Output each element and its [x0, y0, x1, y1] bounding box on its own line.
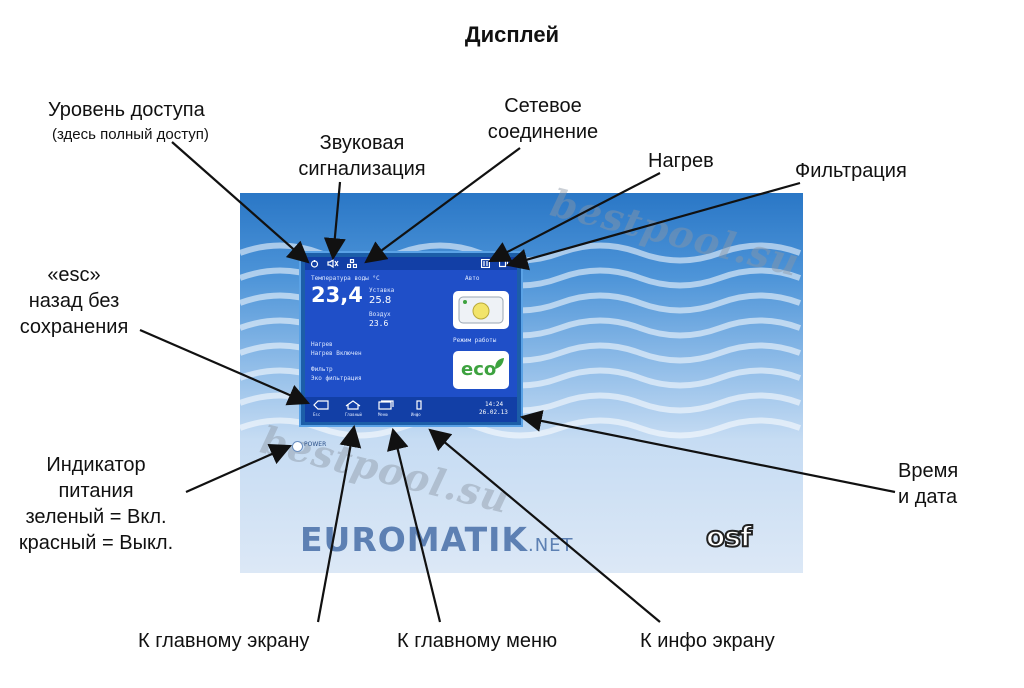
callout-network-2: соединение: [487, 121, 599, 143]
network-icon: [347, 259, 357, 268]
filter-status: Эко фильтрация: [311, 375, 362, 382]
status-bar: [305, 257, 517, 270]
callout-sound-2: сигнализация: [298, 158, 426, 180]
air-label: Воздух: [369, 311, 391, 318]
callout-access-level: Уровень доступа: [48, 99, 205, 121]
work-mode-label: Режим работы: [453, 337, 497, 344]
callout-network-1: Сетевое: [504, 95, 582, 117]
menu-icon: [378, 400, 394, 410]
eco-label: eco: [461, 359, 497, 380]
callout-filtration: Фильтрация: [795, 160, 907, 182]
heating-mode-tile[interactable]: [453, 291, 509, 329]
callout-time-2: и дата: [898, 486, 958, 508]
water-temp-value: 23,4: [311, 283, 363, 307]
brand-main: EUROMATIK: [300, 520, 528, 559]
clock-time: 14:24: [485, 401, 504, 408]
target-label: Уставка: [369, 287, 395, 294]
home-icon: [345, 400, 361, 410]
water-temp-label: Температура воды °C: [311, 275, 380, 282]
esc-button[interactable]: Esc: [313, 400, 329, 417]
filtration-icon: [499, 259, 508, 268]
callout-esc-2: назад без: [28, 290, 120, 312]
clock-date: 26.02.13: [479, 409, 508, 416]
info-icon: [416, 400, 422, 410]
esc-icon: [313, 400, 329, 410]
brand-suffix: .NET: [527, 535, 574, 556]
callout-power-3: зеленый = Вкл.: [25, 506, 167, 528]
callout-esc-1: «esc»: [47, 264, 101, 286]
air-value: 23.6: [369, 319, 389, 328]
sound-muted-icon: [327, 259, 339, 268]
heat-pump-icon: [458, 296, 504, 324]
callout-access-level-note: (здесь полный доступ): [52, 126, 209, 143]
info-label: Инфо: [411, 412, 421, 417]
mode-tile-label: Авто: [465, 275, 480, 282]
callout-heating: Нагрев: [648, 150, 714, 172]
leaf-icon: [495, 358, 504, 369]
callout-power-1: Индикатор: [46, 454, 146, 476]
home-button[interactable]: Главный: [345, 400, 362, 417]
power-indicator-led: [292, 441, 303, 452]
touch-screen: Температура воды °C 23,4 Уставка 25.8 Во…: [305, 257, 517, 422]
target-value: 25.8: [369, 295, 392, 306]
callout-info-screen: К инфо экрану: [640, 630, 775, 652]
callout-sound-1: Звуковая: [319, 132, 405, 154]
home-label: Главный: [345, 412, 362, 417]
esc-label: Esc: [313, 412, 321, 417]
nav-bar: Esc Главный Меню Инфо 14:24 26.02.13: [305, 397, 517, 422]
callout-main-menu: К главному меню: [397, 630, 558, 652]
callout-esc-3: сохранения: [19, 316, 129, 338]
osf-logo: osf: [705, 519, 753, 554]
callout-home-screen: К главному экрану: [138, 630, 310, 652]
brand-logo: EUROMATIK.NET: [300, 520, 574, 559]
heating-label: Нагрев: [311, 341, 333, 348]
menu-label: Меню: [378, 412, 388, 417]
filter-label: Фильтр: [311, 366, 333, 373]
heating-status: Нагрев Включен: [311, 350, 362, 357]
heating-icon: [481, 259, 490, 268]
info-button[interactable]: Инфо: [411, 400, 427, 417]
eco-mode-tile[interactable]: eco: [453, 351, 509, 389]
callout-power-4: красный = Выкл.: [18, 532, 174, 554]
menu-button[interactable]: Меню: [378, 400, 394, 417]
power-label: POWER: [304, 441, 327, 448]
page-title: Дисплей: [464, 22, 560, 47]
callout-power-2: питания: [58, 480, 134, 502]
callout-time-1: Время: [898, 460, 959, 482]
access-level-icon: [310, 260, 319, 268]
